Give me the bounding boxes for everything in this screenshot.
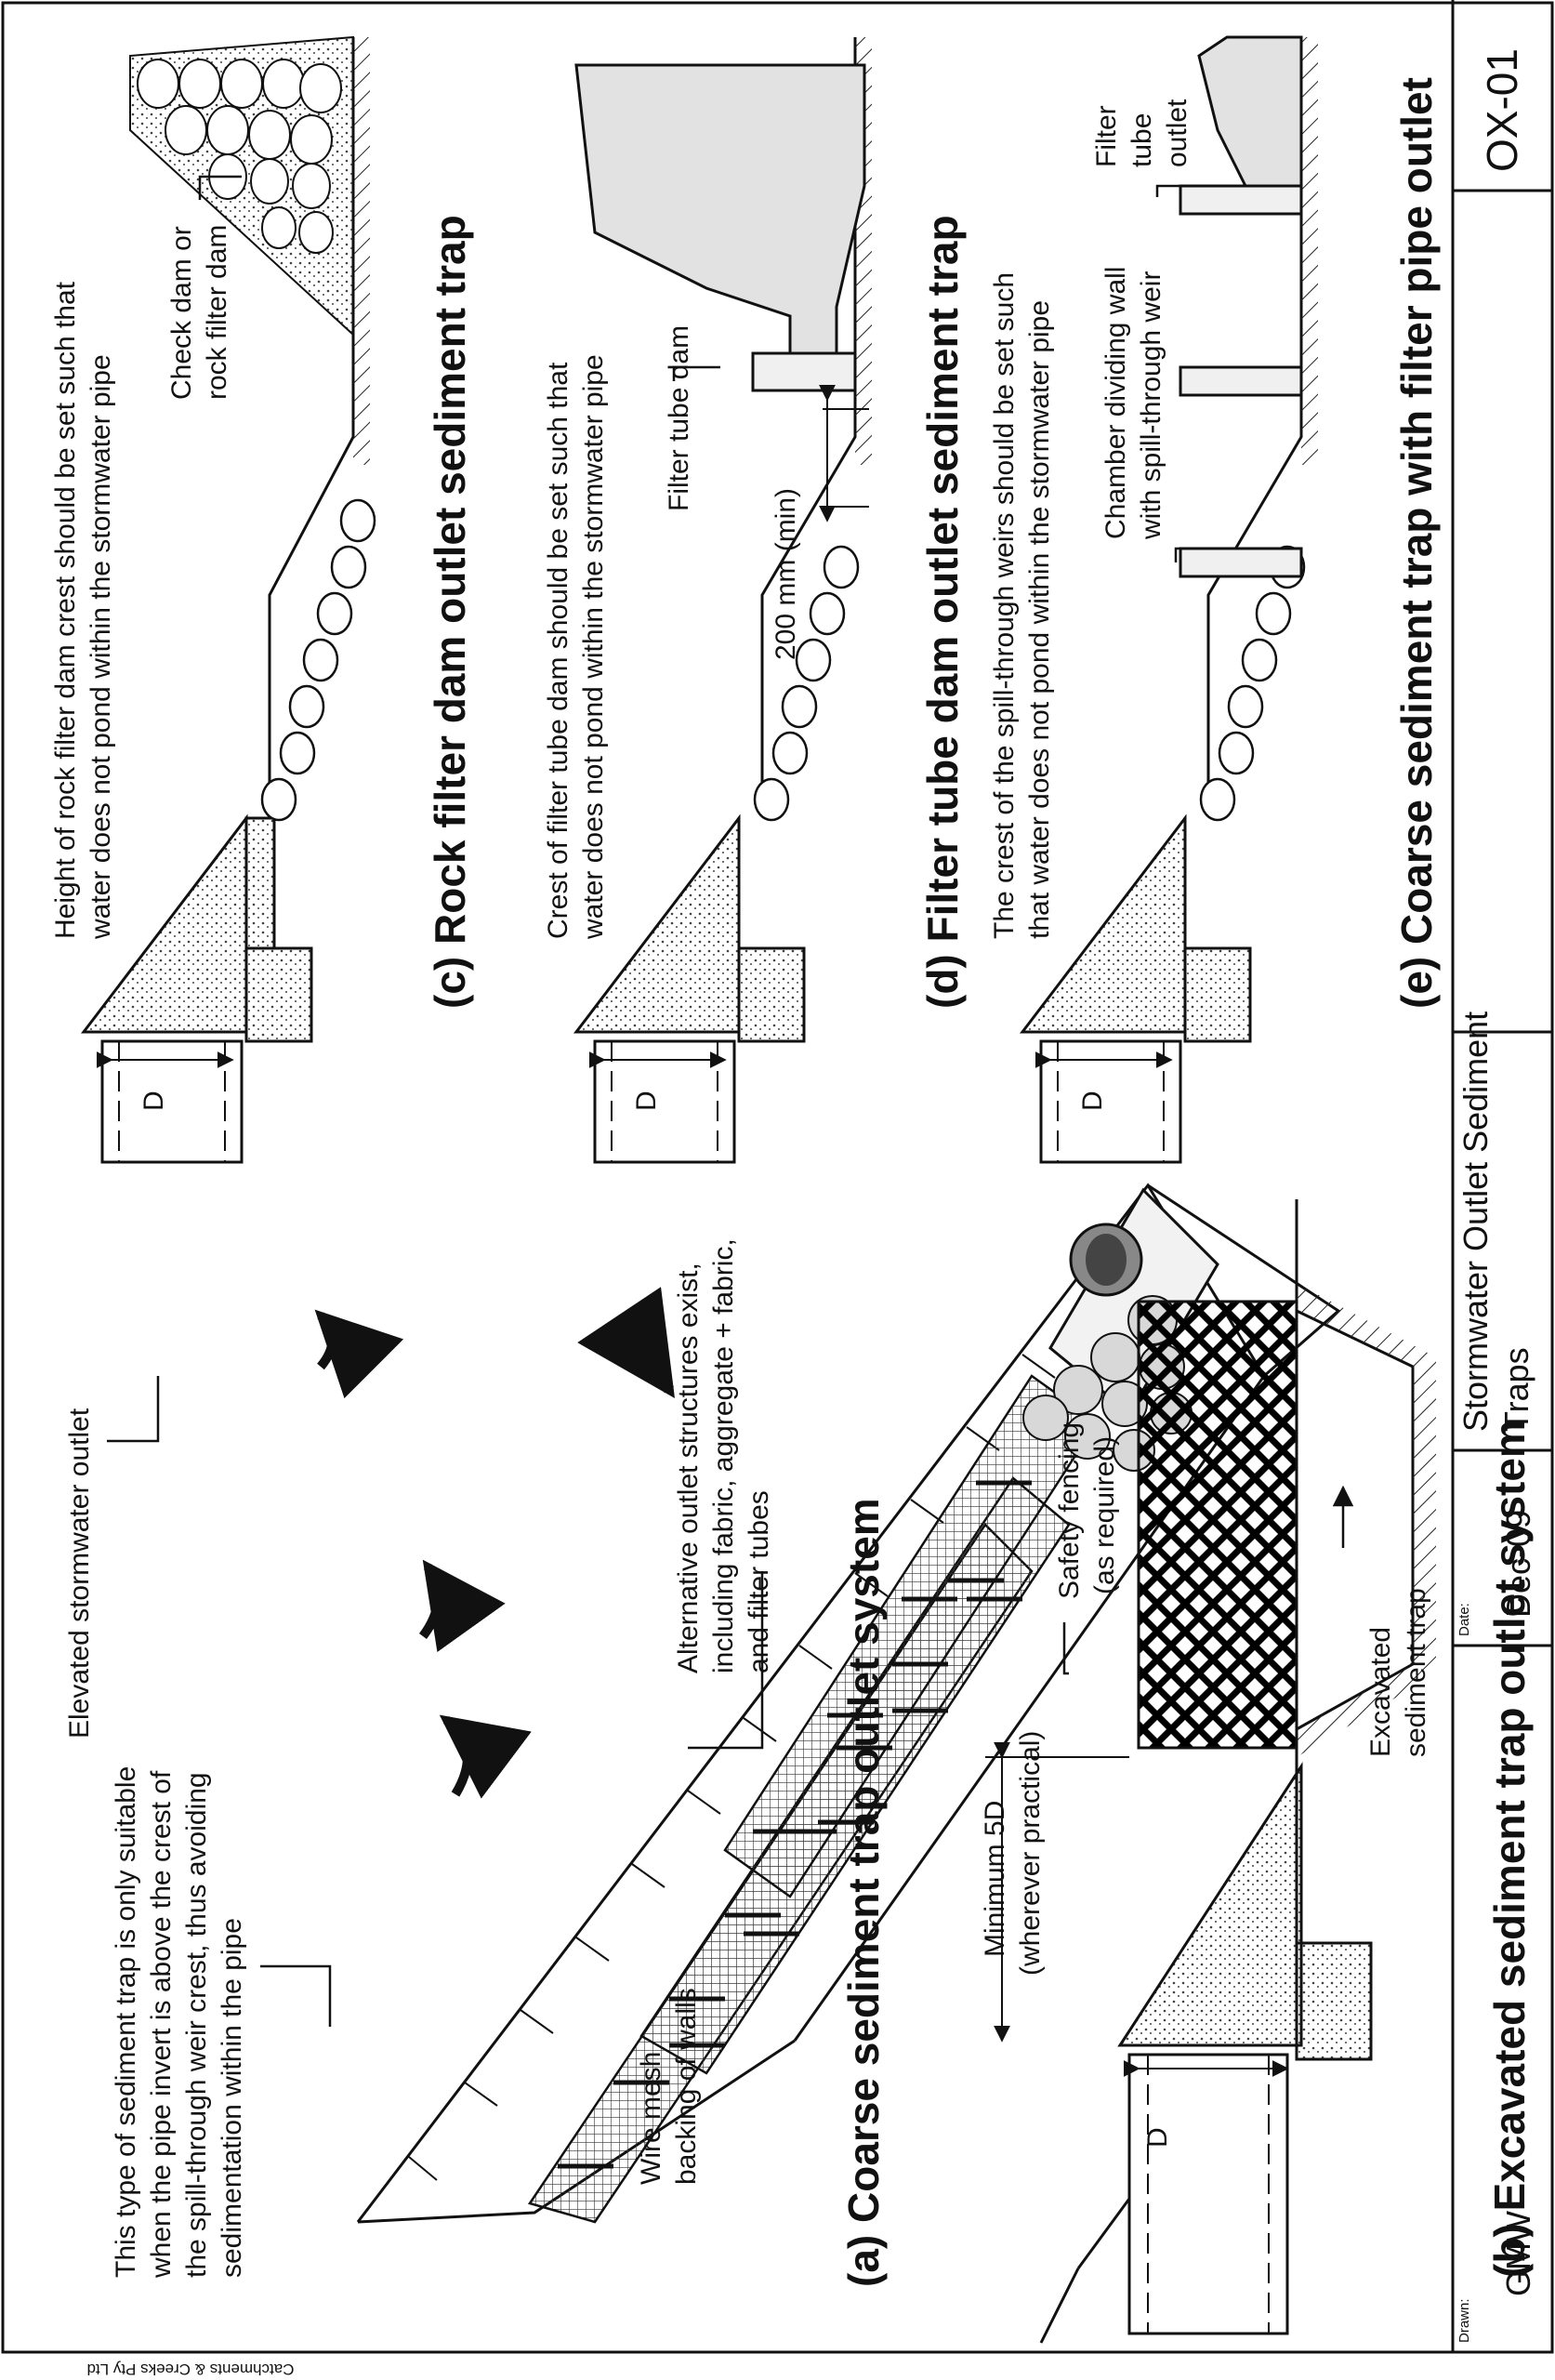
panel-b-drawing xyxy=(985,1199,1436,2344)
panel-a-drawing xyxy=(107,1183,1341,2224)
excavated-line1: Excavated xyxy=(1365,1627,1396,1757)
elevated-outlet-label: Elevated stormwater outlet xyxy=(64,1408,95,1739)
panel-d-note-line2: water does not pond within the stormwate… xyxy=(578,354,609,940)
wire-mesh-label-line2: backing of walls xyxy=(671,1988,702,2185)
panel-c-drawing xyxy=(80,35,376,1164)
title-block: Drawn: GMW Date: Dec-09 Stormwater Outle… xyxy=(1451,0,1552,2343)
panel-d-note-line1: Crest of filter tube dam should be set s… xyxy=(543,362,573,939)
excavated-line2: sediment trap xyxy=(1401,1588,1431,1757)
panel-b-d-label: D xyxy=(1142,2127,1173,2148)
filter-outlet-line1: Filter xyxy=(1091,105,1122,167)
dimension-200mm: 200 mm (min) xyxy=(771,488,801,660)
panel-d-drawing xyxy=(573,37,872,1164)
panel-c-note-line2: water does not pond within the stormwate… xyxy=(86,354,116,940)
filter-outlet-line2: tube xyxy=(1127,113,1157,167)
panel-c-note-line1: Height of rock filter dam crest should b… xyxy=(50,281,81,939)
panel-a-note-line2: when the pipe invert is above the crest … xyxy=(146,1770,177,2279)
panel-b-title: (b) Excavated sediment trap outlet syste… xyxy=(1485,1420,1534,2278)
fencing-line1: Safety fencing xyxy=(1054,1422,1085,1599)
panel-c-title: (c) Rock filter dam outlet sediment trap xyxy=(426,215,474,1009)
panel-d-d-label: D xyxy=(631,1091,662,1111)
panel-c-d-label: D xyxy=(138,1091,169,1111)
panel-e-drawing xyxy=(1019,35,1318,1164)
panel-e-d-label: D xyxy=(1077,1091,1108,1111)
drawing-title-line2: Traps xyxy=(1497,1347,1535,1432)
panel-a-title: (a) Coarse sediment trap outlet system xyxy=(839,1498,888,2287)
drawn-value: GMW xyxy=(1499,2211,1537,2296)
panel-a-note-line1: This type of sediment trap is only suita… xyxy=(111,1766,141,2278)
panel-d-title: (d) Filter tube dam outlet sediment trap xyxy=(918,215,967,1009)
drawn-label: Drawn: xyxy=(1456,2298,1472,2343)
date-value: Dec-09 xyxy=(1499,1510,1537,1618)
alternative-label-line3: and filter tubes xyxy=(744,1490,774,1673)
panel-a-note-line3: the spill-through weir crest, thus avoid… xyxy=(181,1772,212,2278)
filter-outlet-line3: outlet xyxy=(1162,99,1193,167)
minimum-5d-line1: Minimum 5D xyxy=(980,1801,1010,1957)
date-label: Date: xyxy=(1456,1603,1472,1636)
check-dam-line2: rock filter dam xyxy=(202,225,232,400)
alternative-label-line1: Alternative outlet structures exist, xyxy=(673,1263,704,1673)
panel-e-note-line2: that water does not pond within the stor… xyxy=(1024,300,1055,939)
chamber-label-line2: with spill-through weir xyxy=(1136,271,1166,540)
check-dam-line1: Check dam or xyxy=(166,226,197,400)
chamber-label-line1: Chamber dividing wall xyxy=(1100,267,1131,539)
drawing-title-line1: Stormwater Outlet Sediment xyxy=(1456,1012,1495,1432)
panel-e-title: (e) Coarse sediment trap with filter pip… xyxy=(1392,77,1441,1009)
panel-a-note-line4: sedimentation within the pipe xyxy=(217,1918,247,2278)
credit-text: Catchments & Creeks Pty Ltd xyxy=(87,2360,295,2378)
filter-tube-dam-label: Filter tube dam xyxy=(664,325,694,511)
drawing-id: OX-01 xyxy=(1478,48,1526,172)
minimum-5d-line2: (wherever practical) xyxy=(1015,1731,1046,1976)
alternative-label-line2: including fabric, aggregate + fabric, xyxy=(708,1238,739,1673)
fencing-line2: (as required) xyxy=(1089,1436,1120,1594)
wire-mesh-label-line1: Wire mesh xyxy=(636,2052,666,2185)
panel-e-note-line1: The crest of the spill-through weirs sho… xyxy=(989,272,1020,939)
